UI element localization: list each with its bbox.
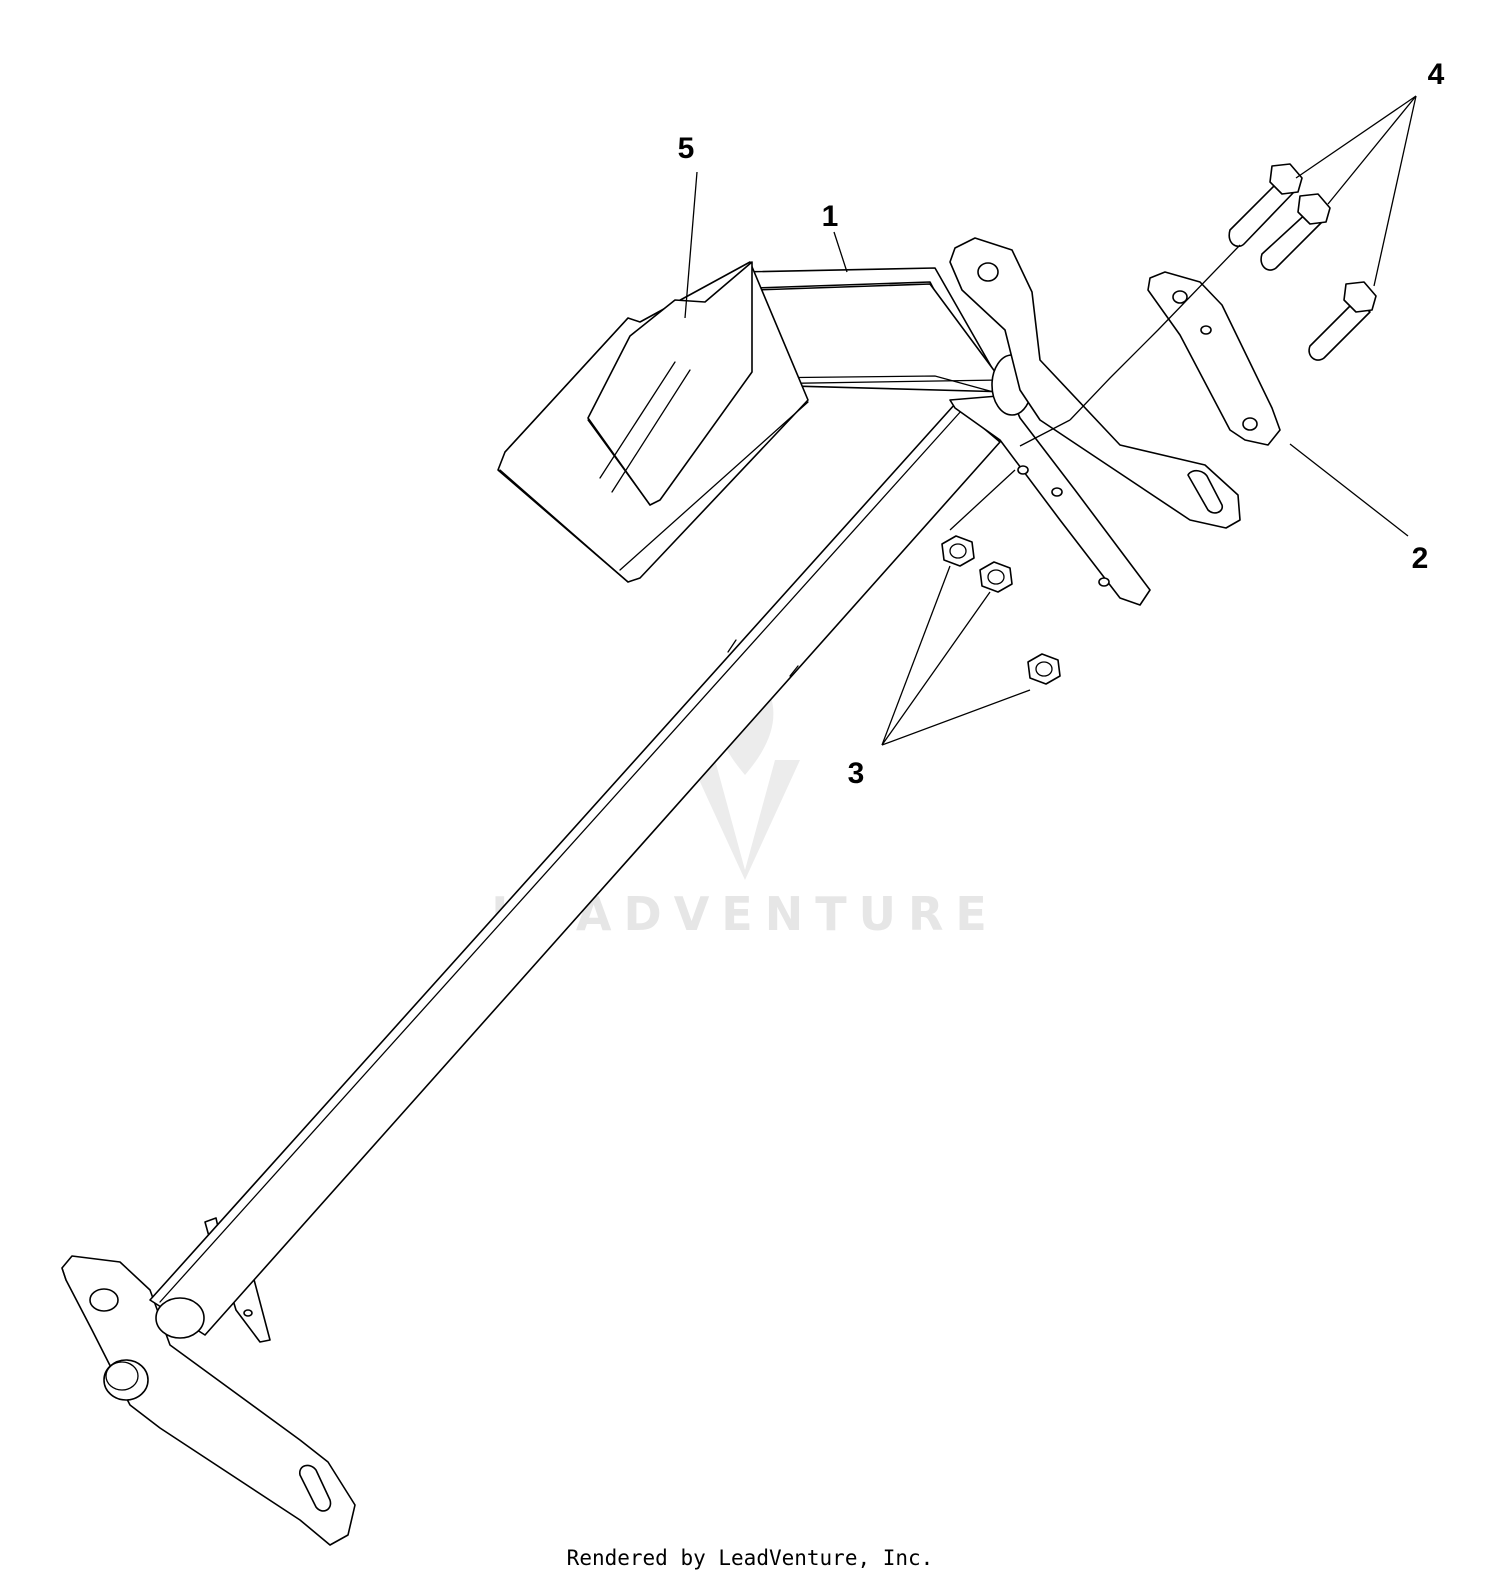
callout-4: 4 <box>1295 58 1445 287</box>
footer-credit: Rendered by LeadVenture, Inc. <box>566 1546 934 1570</box>
bolt-icon <box>1308 281 1377 361</box>
callout-label-2: 2 <box>1412 542 1429 575</box>
callout-label-4: 4 <box>1428 58 1445 91</box>
callout-label-3: 3 <box>848 757 865 790</box>
bolt-icon <box>1228 163 1303 248</box>
lower-bracket-slot <box>299 1464 332 1512</box>
assembly-centerlines <box>949 244 1241 531</box>
part-1-pedal-shaft <box>61 267 1151 1546</box>
part-2-plate <box>1147 271 1281 446</box>
nut-icon <box>1027 653 1061 685</box>
callout-3: 3 <box>848 565 1031 790</box>
upper-bracket-plate <box>949 237 1241 529</box>
part-5-pedal-pad <box>497 261 809 583</box>
callout-5: 5 <box>678 132 698 319</box>
shaft-tube <box>149 403 1001 1336</box>
part-4-bolts <box>1228 163 1377 361</box>
callout-label-1: 1 <box>822 200 839 233</box>
callout-2: 2 <box>1289 443 1429 575</box>
callout-label-5: 5 <box>678 132 695 165</box>
part-3-nuts <box>941 535 1061 685</box>
nut-icon <box>941 535 975 567</box>
pedal-pad-top <box>587 261 753 506</box>
nut-icon <box>979 561 1013 593</box>
lower-bracket-hole <box>89 1288 119 1312</box>
bolt-icon <box>1260 193 1331 271</box>
callout-1: 1 <box>822 200 848 273</box>
